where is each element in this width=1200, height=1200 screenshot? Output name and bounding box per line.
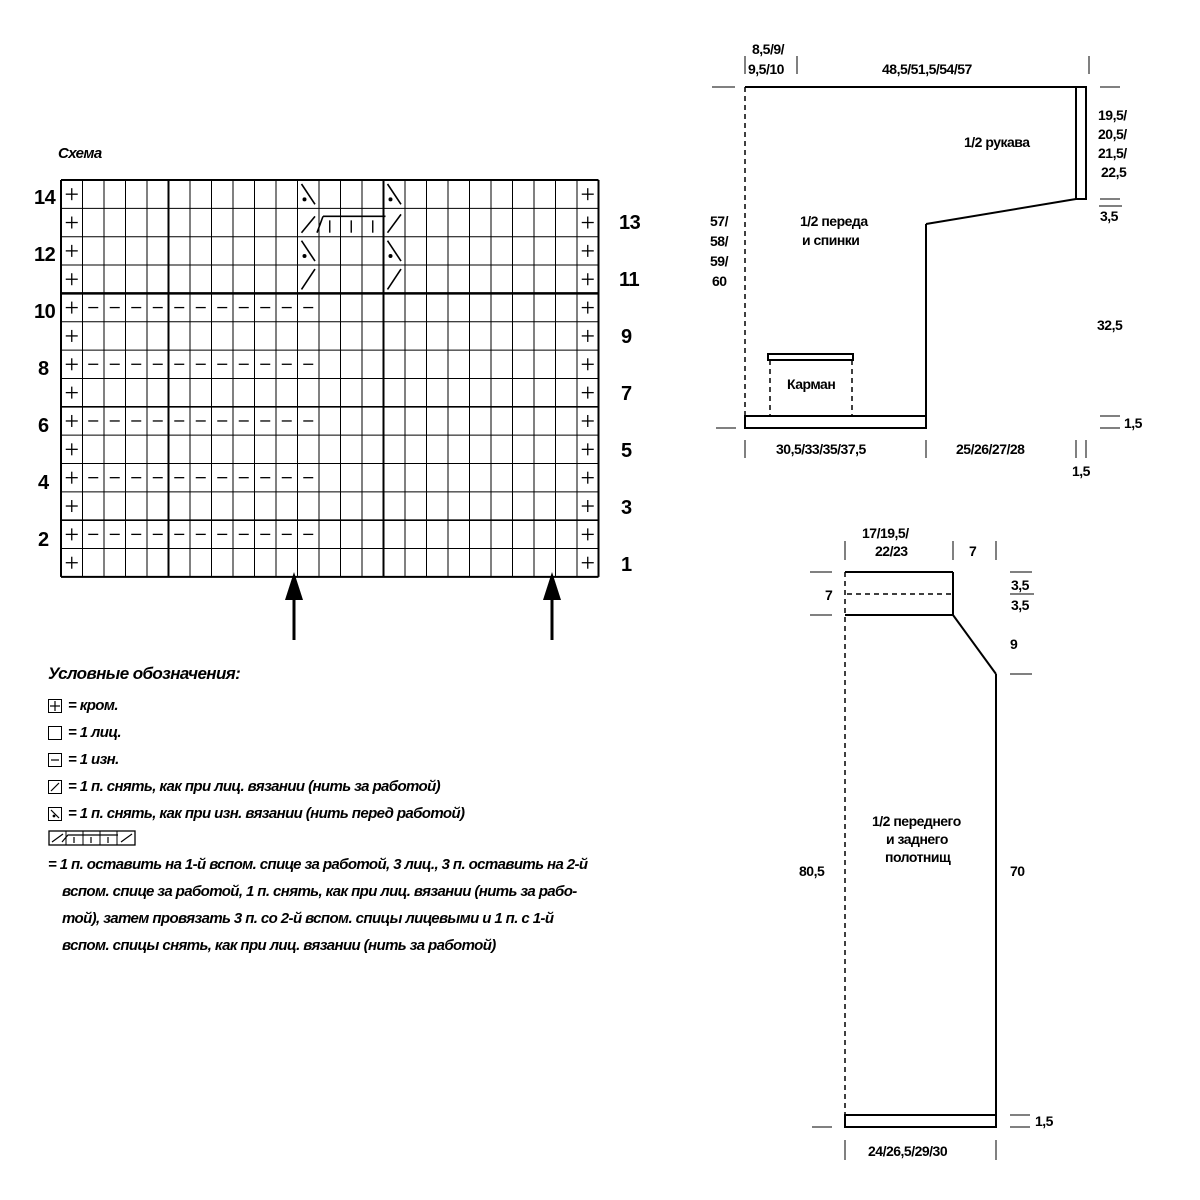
body-label: 1/2 переда [800,213,868,229]
dimension-label: 19,5/ [1098,107,1127,123]
dimension-label: 3,5 [1100,208,1119,224]
dimension-label: 7 [969,543,977,559]
slip-purlwise-icon [386,240,402,262]
legend-item-text: = 1 изн. [68,751,119,768]
stitch-chart: Схема 14 12 10 8 6 4 2 13 11 9 7 5 3 1 [34,145,641,640]
slip-purlwise-icon [48,806,62,821]
dimension-label: 30,5/33/35/37,5 [776,441,867,457]
purl-stitch-icon [48,752,62,767]
dimension-label: 21,5/ [1098,145,1127,161]
legend-item-text: = кром. [68,697,119,714]
chart-title: Схема [58,145,102,162]
legend-item: = 1 п. снять, как при лиц. вязании (нить… [48,773,648,800]
panel-label: 1/2 переднего [872,813,961,829]
dimension-label: 1,5 [1072,463,1091,479]
row-number: 8 [38,358,49,380]
dimension-label: 25/26/27/28 [956,441,1025,457]
legend-item: = 1 изн. [48,746,648,773]
dimension-label: 3,5 [1011,597,1030,613]
front-panel-labels: 17/19,5/ 22/23 7 7 3,5 3,5 9 1/2 передне… [799,525,1054,1159]
row-number: 1 [621,554,632,576]
dimension-label: 32,5 [1097,317,1123,333]
dimension-label: 20,5/ [1098,126,1127,142]
cable-stitch-icon [316,216,324,233]
slip-dot [302,197,307,202]
row-numbers-right: 13 11 9 7 5 3 1 [619,212,641,576]
dimension-label: 22/23 [875,543,908,559]
repeat-arrow-icon [285,572,303,640]
legend-item-text: = 1 п. снять, как при лиц. вязании (нить… [68,778,441,795]
panel-label: и заднего [886,831,948,847]
legend-item: = 1 п. снять, как при изн. вязании (нить… [48,800,648,827]
legend-item-text: = 1 п. снять, как при изн. вязании (нить… [68,805,465,822]
chart-symbols [65,183,594,569]
cable-stitch-icon [386,213,402,234]
knit-stitch-icon [48,725,62,740]
repeat-arrow-icon [543,572,561,640]
dimension-label: 58/ [710,233,729,249]
dimension-label: 7 [825,587,833,603]
cable-stitch-icon [300,215,316,234]
cable-description: = 1 п. оставить на 1-й вспом. спице за р… [48,851,648,959]
dimension-label: 17/19,5/ [862,525,909,541]
dimension-label: 1,5 [1035,1113,1054,1129]
row-number: 14 [34,187,57,209]
legend-item: = 1 лиц. [48,719,648,746]
sleeve-label: 1/2 рукава [964,134,1030,150]
legend-title: Условные обозначения: [48,664,241,683]
dimension-label: 48,5/51,5/54/57 [882,61,973,77]
row-number: 4 [38,472,50,494]
body-label: и спинки [802,232,859,248]
pocket-label: Карман [787,376,835,392]
row-number: 3 [621,497,632,519]
slip-purlwise-icon [386,183,402,205]
edge-stitch-icon [48,698,62,713]
legend-item: = кром. [48,692,648,719]
dimension-label: 24/26,5/29/30 [868,1143,948,1159]
row-number: 9 [621,326,632,348]
row-number: 10 [34,301,56,323]
row-number: 2 [38,529,49,551]
legend-item-text: = 1 лиц. [68,724,122,741]
legend: Условные обозначения: = кром. = 1 лиц. =… [48,664,648,959]
slip-dot [388,197,393,202]
dimension-label: 60 [712,273,727,289]
slip-purlwise-icon [300,183,316,205]
row-numbers-left: 14 12 10 8 6 4 2 [34,187,57,551]
row-number: 11 [619,269,640,291]
row-number: 6 [38,415,49,437]
row-number: 12 [34,244,56,266]
chart-grid [60,179,600,578]
body-pattern [712,56,1122,458]
slip-purlwise-icon [300,240,316,262]
dimension-label: 22,5 [1101,164,1127,180]
cable-description-line: той), затем провязать 3 п. со 2-й вспом.… [62,910,554,927]
slip-knitwise-icon [386,268,402,290]
cable-description-line: вспом. спицы снять, как при лиц. вязании… [62,937,496,954]
slip-knitwise-icon [300,268,316,290]
row-number: 5 [621,440,632,462]
dimension-label: 3,5 [1011,577,1030,593]
dimension-label: 59/ [710,253,729,269]
panel-label: полотнищ [885,849,951,865]
cable-stitch-icon [48,830,136,846]
row-number: 7 [621,383,632,405]
dimension-label: 8,5/9/ [752,41,785,57]
dimension-label: 9,5/10 [748,61,785,77]
cable-description-line: = 1 п. оставить на 1-й вспом. спице за р… [48,856,588,873]
cable-description-line: вспом. спице за работой, 1 п. снять, как… [62,883,577,900]
front-panel-pattern [810,541,1034,1160]
dimension-label: 80,5 [799,863,825,879]
slip-dot [388,254,393,259]
slip-knitwise-icon [48,779,62,794]
dimension-label: 9 [1010,636,1018,652]
dimension-label: 57/ [710,213,729,229]
dimension-label: 70 [1010,863,1025,879]
legend-item-cable [48,827,648,849]
body-pattern-labels: 8,5/9/ 9,5/10 48,5/51,5/54/57 1/2 рукава… [710,41,1143,479]
dimension-label: 1,5 [1124,415,1143,431]
slip-dot [302,254,307,259]
row-number: 13 [619,212,641,234]
